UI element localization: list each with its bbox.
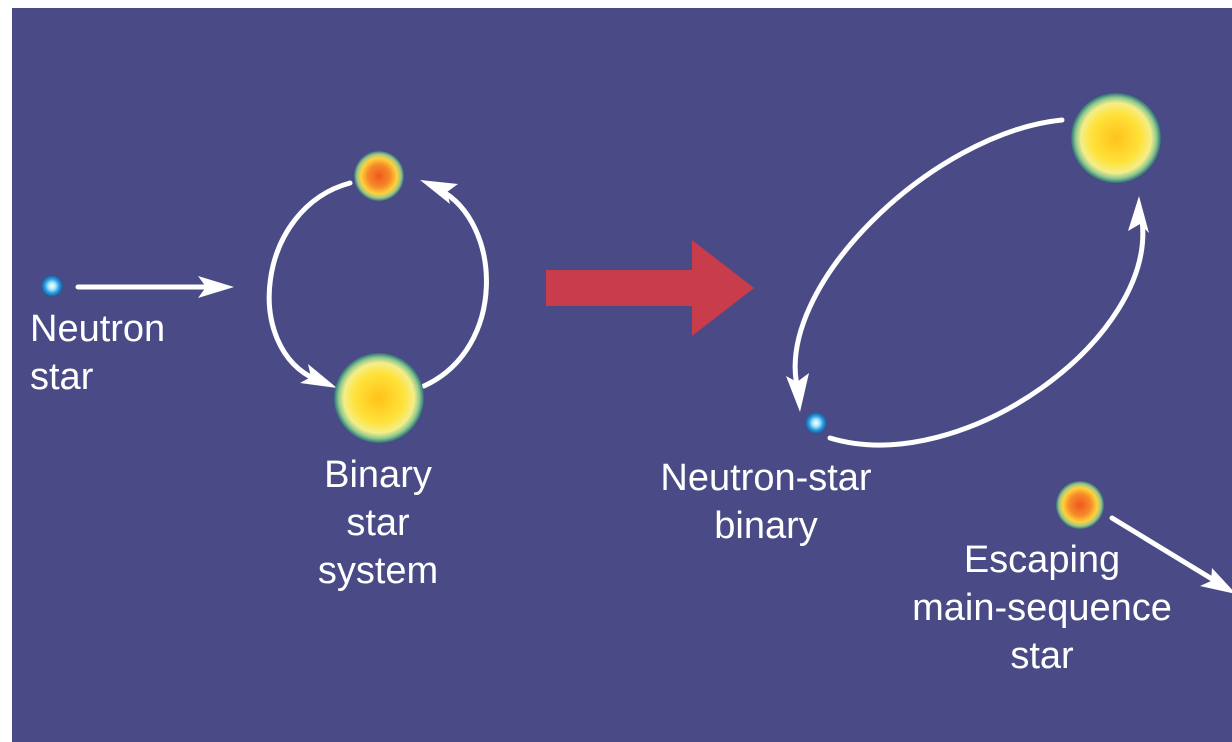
diagram-canvas bbox=[41, 93, 1232, 594]
binary-orbit-left-arrow bbox=[266, 180, 353, 388]
neutron-star-label-line1: Neutron bbox=[30, 308, 166, 350]
neutron-star-binary-label-line1: Neutron-star bbox=[660, 457, 872, 499]
neutron-binary-orbit-left-arrow bbox=[786, 117, 1065, 412]
binary-orange-star bbox=[354, 151, 404, 201]
diagram-panel: Neutron star Binary star system Neutron-… bbox=[12, 8, 1232, 742]
binary-system-label: Binary star system bbox=[318, 451, 438, 595]
binary-yellow-star bbox=[334, 353, 424, 443]
binary-orbit-right-arrow bbox=[420, 180, 489, 389]
escaping-star-label-line2: main-sequence bbox=[912, 587, 1172, 629]
transition-arrow bbox=[546, 240, 754, 336]
neutron-star-binary-label: Neutron-star binary bbox=[660, 454, 871, 550]
neutron-star-label-line2: star bbox=[30, 356, 94, 398]
escaping-arrow bbox=[1109, 515, 1232, 594]
escaping-star bbox=[1056, 481, 1104, 529]
binary-system-label-line1: Binary bbox=[324, 454, 432, 496]
binary-main-sequence-star bbox=[1071, 93, 1161, 183]
incoming-arrow bbox=[75, 276, 234, 298]
escaping-star-label-line1: Escaping bbox=[963, 539, 1121, 581]
binary-neutron-star bbox=[805, 412, 827, 434]
incoming-neutron-star bbox=[41, 275, 63, 297]
binary-system-label-line2: star bbox=[346, 502, 410, 544]
binary-system-label-line3: system bbox=[317, 550, 439, 592]
neutron-binary-orbit-right-arrow bbox=[827, 196, 1149, 448]
escaping-star-label-line3: star bbox=[1010, 635, 1074, 677]
neutron-star-binary-label-line2: binary bbox=[714, 505, 818, 547]
neutron-star-label: Neutron star bbox=[30, 305, 165, 401]
escaping-star-label: Escaping main-sequence star bbox=[912, 536, 1172, 680]
